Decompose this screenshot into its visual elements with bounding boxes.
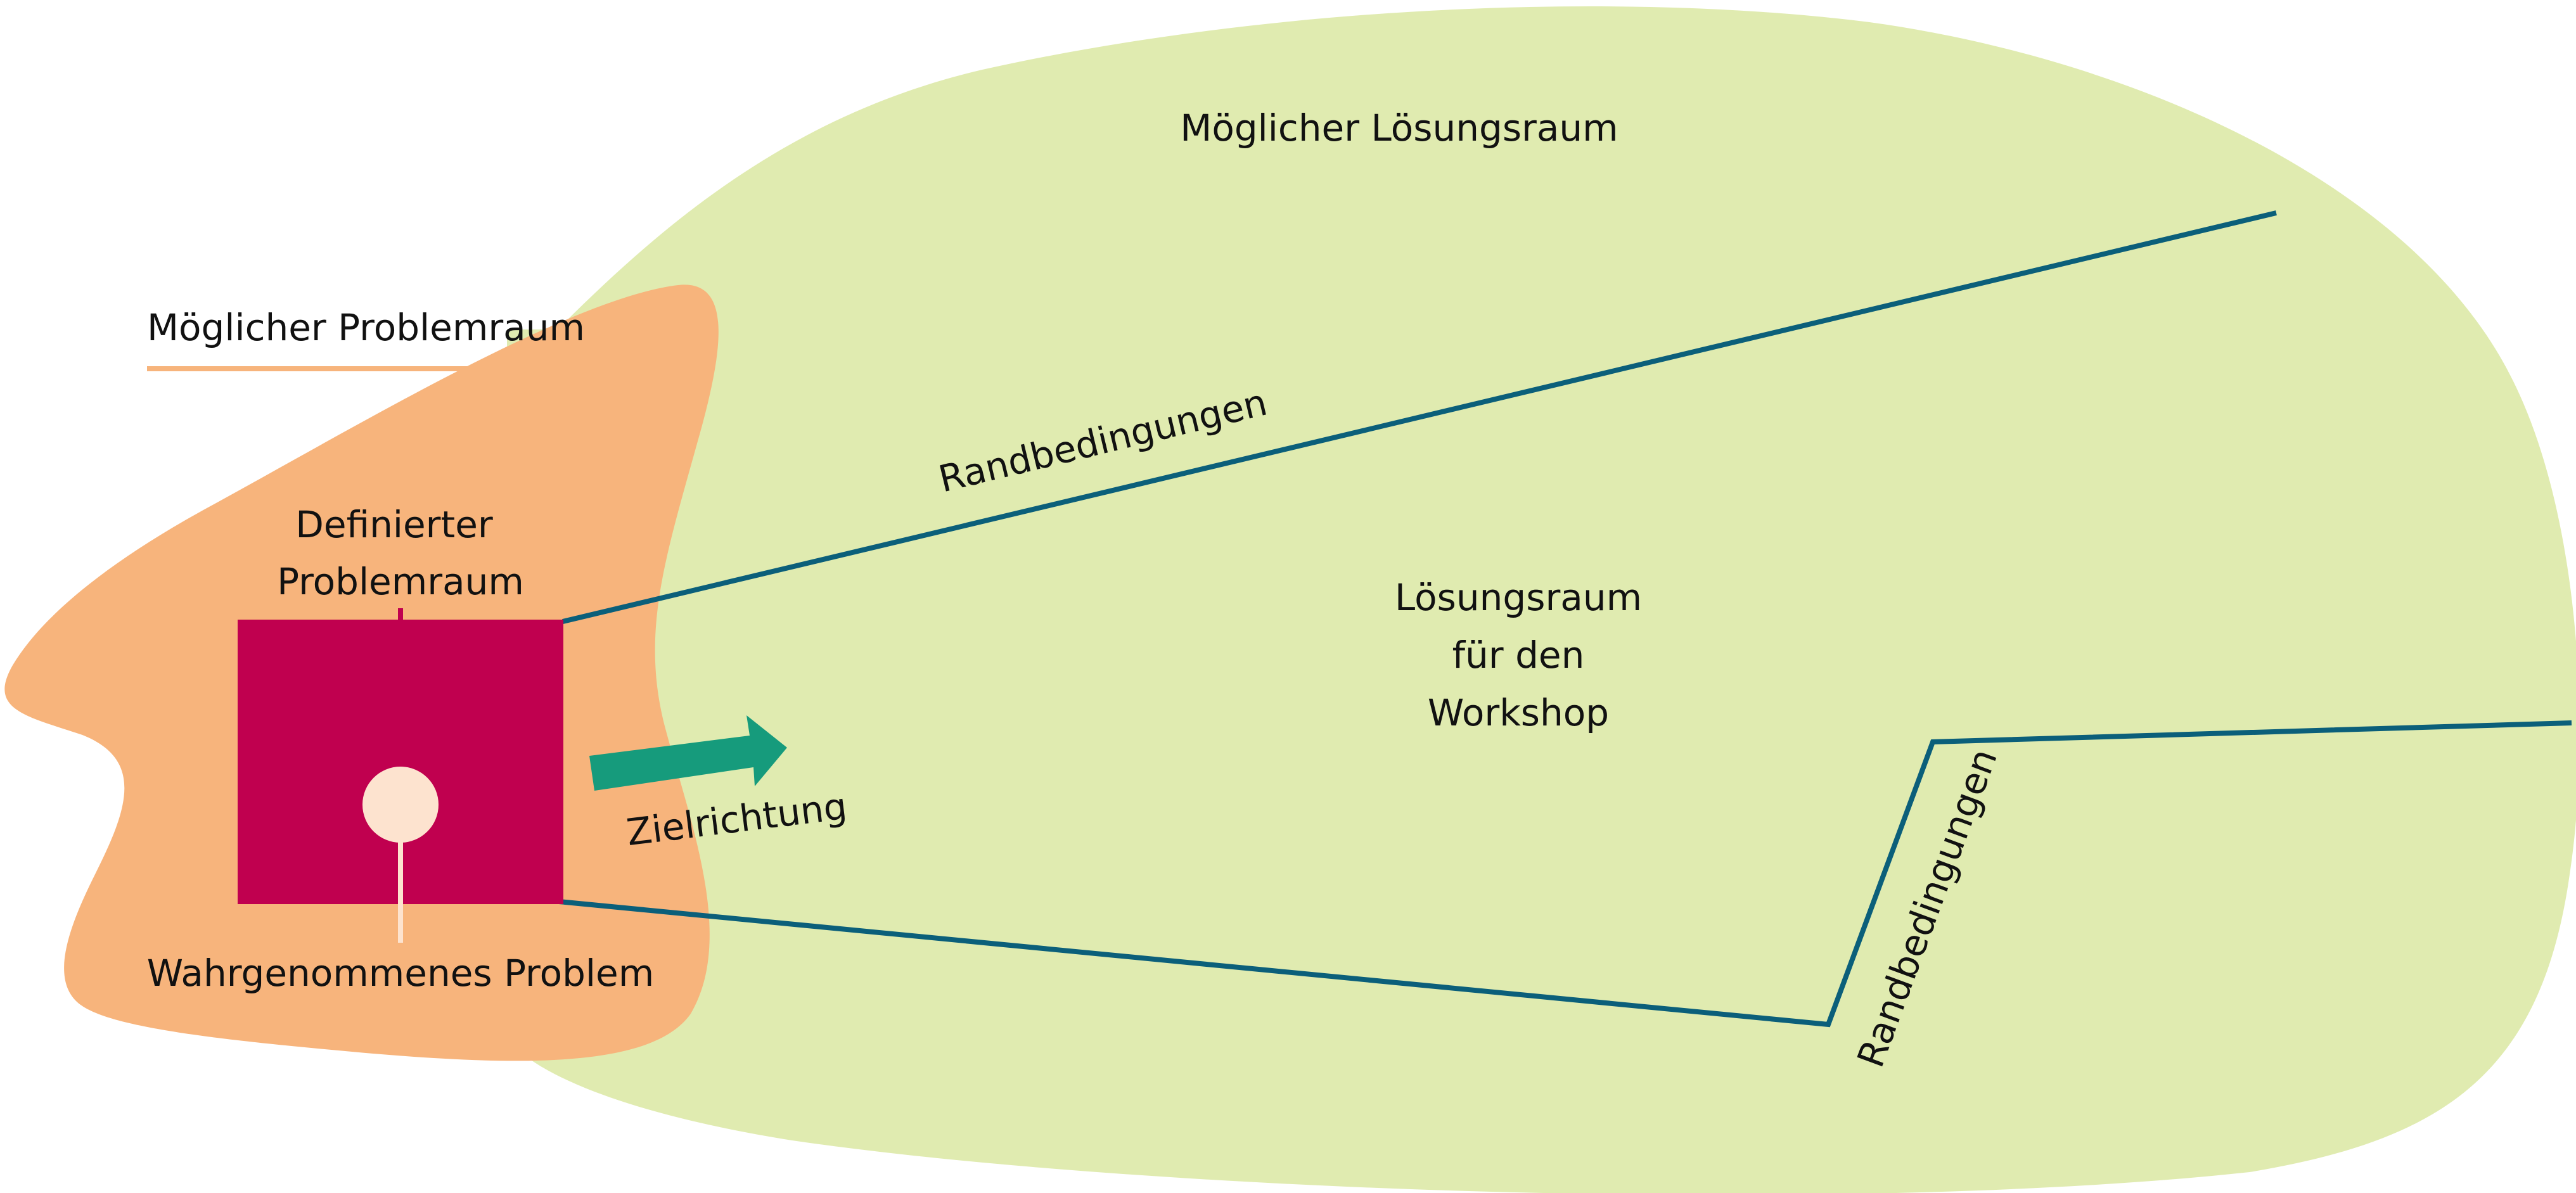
defined-problem-space-label-line2: Problemraum <box>277 560 524 603</box>
possible-solution-space-area <box>507 6 2576 1193</box>
defined-problem-space-label-line1: Definierter <box>295 503 493 546</box>
target-direction-arrow <box>589 715 787 791</box>
lower-constraint-line <box>558 720 2572 1028</box>
perceived-problem-dot <box>362 767 439 843</box>
possible-problem-space-label: Möglicher Problemraum <box>147 306 585 349</box>
workshop-solution-space-label-line1: Lösungsraum <box>1395 576 1642 619</box>
upper-constraint-line <box>562 210 2277 624</box>
possible-solution-space-label: Möglicher Lösungsraum <box>1180 106 1618 150</box>
workshop-solution-space-label-line3: Workshop <box>1428 691 1609 734</box>
workshop-solution-space-label-line2: für den <box>1452 634 1585 677</box>
perceived-problem-label: Wahrgenommenes Problem <box>147 952 654 995</box>
